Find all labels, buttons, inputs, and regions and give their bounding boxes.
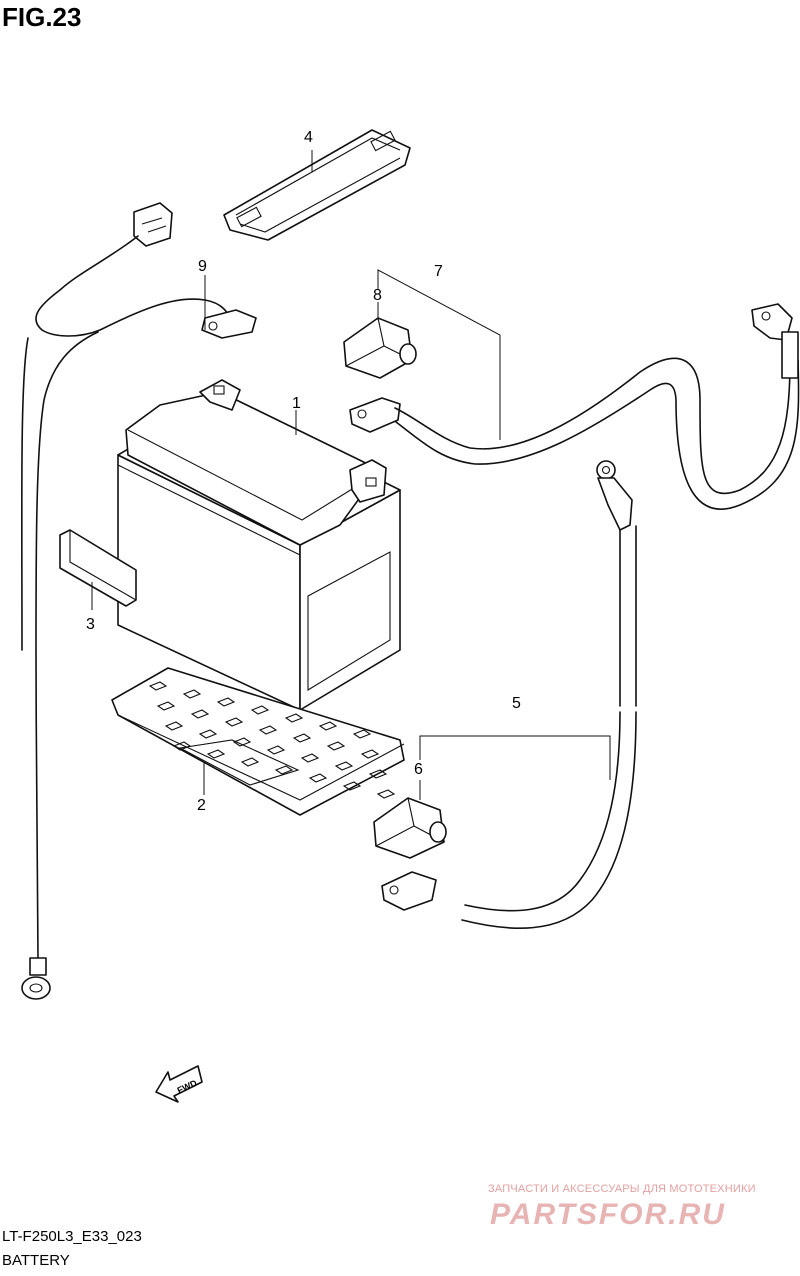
tray-slot [224, 717, 244, 727]
tray-slot [258, 725, 278, 735]
callout-6: 6 [414, 761, 423, 778]
tray-slot [232, 737, 252, 747]
leader-lines [91, 150, 421, 800]
tray-slot [190, 709, 210, 719]
positive-terminal-cap[interactable] [343, 317, 417, 379]
tray-slot [156, 701, 176, 711]
bracket-5 [419, 735, 611, 780]
callout-4: 4 [304, 129, 313, 146]
figure-title: FIG.23 [2, 2, 82, 32]
tray-slot [148, 681, 168, 691]
callout-5: 5 [512, 695, 521, 712]
negative-cable[interactable] [381, 460, 637, 930]
figure-code: LT-F250L3_E33_023 [2, 1228, 142, 1245]
tray-slot [240, 757, 260, 767]
bracket-7 [377, 269, 501, 440]
figure-caption: BATTERY [2, 1252, 70, 1269]
tray-slot [376, 789, 396, 799]
tray-vent-slots [148, 681, 396, 799]
battery-strap[interactable] [223, 129, 411, 241]
tray-slot [182, 689, 202, 699]
negative-terminal-cap[interactable] [373, 797, 447, 859]
tray-slot [308, 773, 328, 783]
callout-9: 9 [198, 258, 207, 275]
tray-slot [266, 745, 286, 755]
callout-3: 3 [86, 616, 95, 633]
tray-slot [368, 769, 388, 779]
tray-slot [342, 781, 362, 791]
battery[interactable] [117, 379, 401, 711]
tray-slot [250, 705, 270, 715]
tray-slot [360, 749, 380, 759]
tray-slot [206, 749, 226, 759]
tray-slot [318, 721, 338, 731]
callout-8: 8 [373, 287, 382, 304]
positive-cable[interactable] [349, 303, 800, 510]
callout-7: 7 [434, 263, 443, 280]
battery-tray[interactable] [111, 667, 405, 816]
tray-slot [326, 741, 346, 751]
tray-slot [284, 713, 304, 723]
fwd-arrow-icon: FWD [155, 1065, 203, 1103]
watermark-subtitle: ЗАПЧАСТИ И АКСЕССУАРЫ ДЛЯ МОТОТЕХНИКИ [488, 1183, 756, 1195]
tray-slot [198, 729, 218, 739]
tray-slot [352, 729, 372, 739]
tray-slot [334, 761, 354, 771]
callout-2: 2 [197, 797, 206, 814]
tray-slot [300, 753, 320, 763]
battery-label-pad[interactable] [59, 529, 137, 607]
callout-1: 1 [292, 395, 301, 412]
tray-slot [292, 733, 312, 743]
watermark-brand: PARTSFOR.RU [490, 1198, 726, 1231]
tray-slot [164, 721, 184, 731]
tray-slot [216, 697, 236, 707]
tray-slot [274, 765, 294, 775]
tray-slot [172, 741, 192, 751]
